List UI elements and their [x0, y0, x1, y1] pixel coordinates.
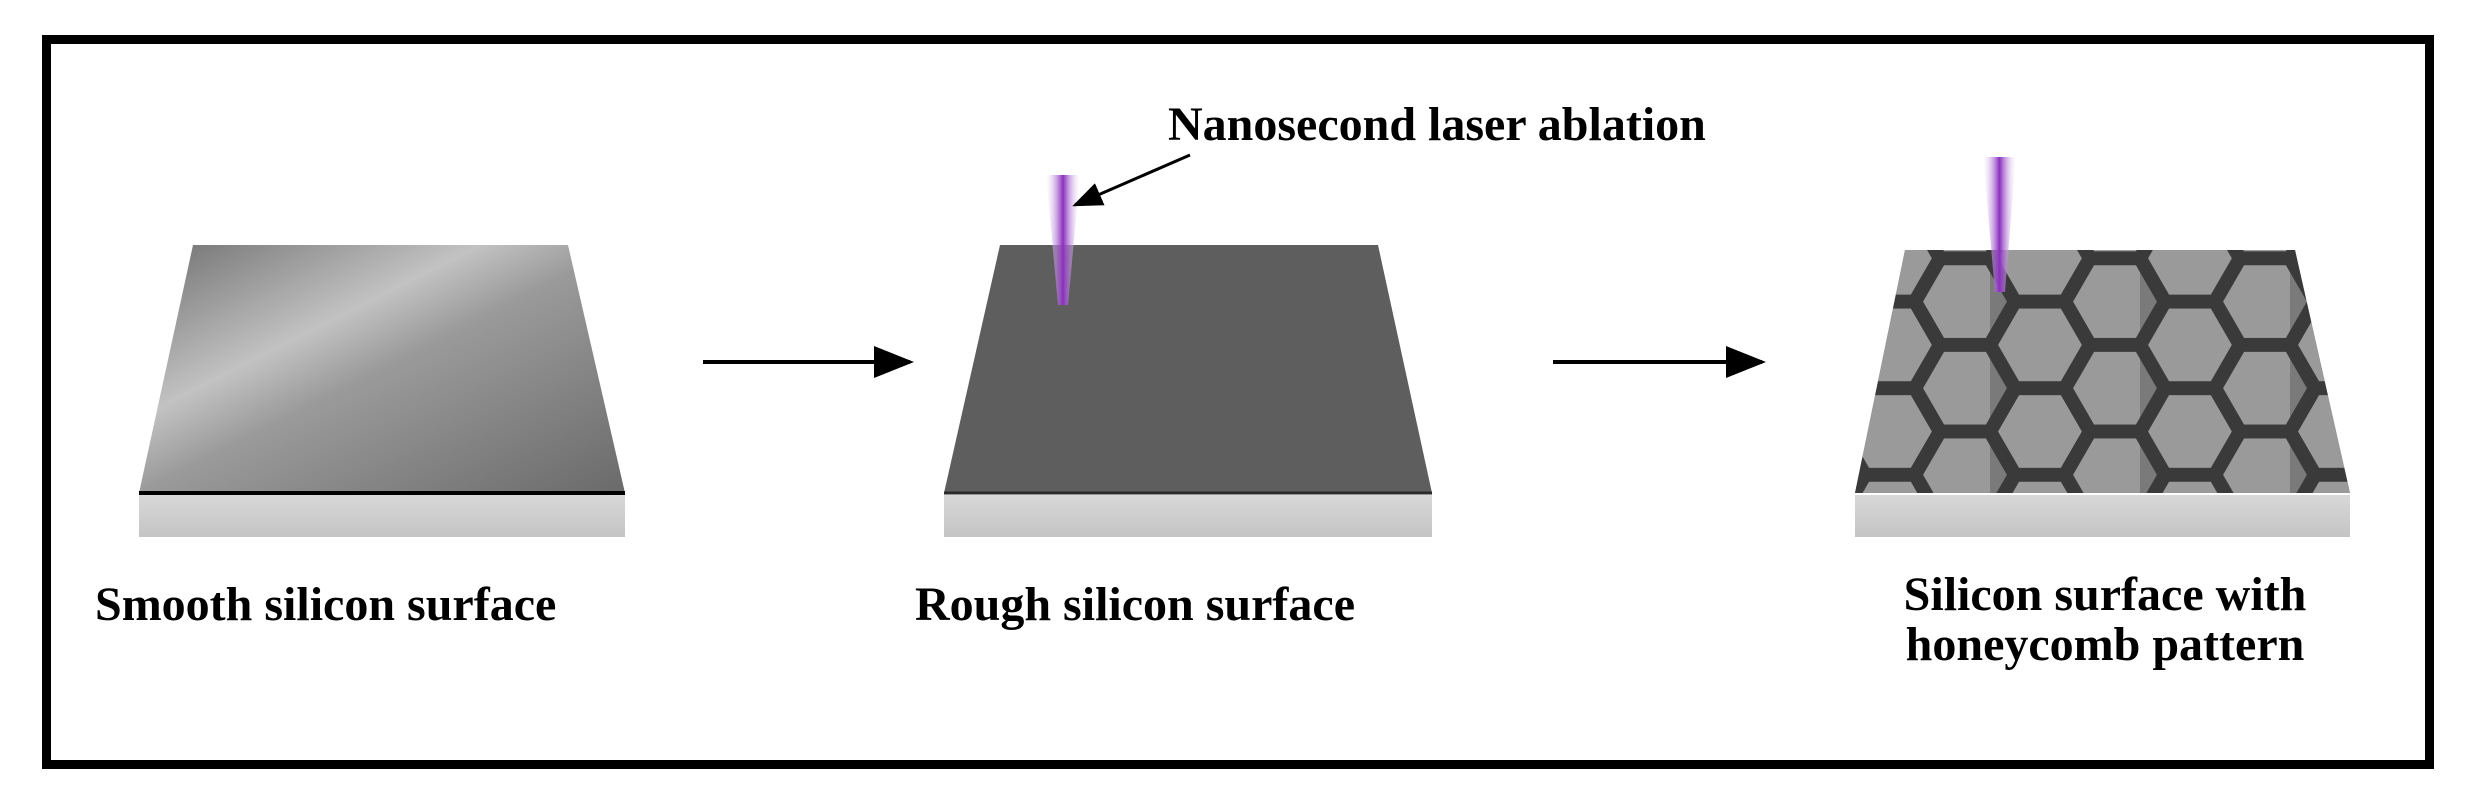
smooth-slab-top: [139, 245, 625, 493]
honeycomb-pattern: [1855, 250, 2350, 493]
rough-silicon-slab: [944, 245, 1432, 537]
honeycomb-slab-base: [1855, 495, 2350, 537]
smooth-surface-label: Smooth silicon surface: [95, 578, 557, 631]
laser-beam-icon: [1046, 175, 1080, 305]
laser-annotation-arrow: [1072, 153, 1191, 207]
honeycomb-silicon-slab: [1855, 250, 2350, 537]
laser-ablation-label: Nanosecond laser ablation: [1168, 98, 1706, 151]
honeycomb-surface-label: Silicon surface with honeycomb pattern: [1840, 568, 2370, 672]
rough-surface-label: Rough silicon surface: [915, 578, 1356, 631]
honeycomb-label-line-1: Silicon surface with: [1903, 568, 2307, 621]
rough-slab-top: [944, 245, 1432, 493]
smooth-silicon-slab: [139, 245, 625, 537]
laser-beam-icon: [1983, 157, 2016, 292]
rough-slab-base: [944, 495, 1432, 537]
honeycomb-label-line-2: honeycomb pattern: [1905, 618, 2305, 672]
smooth-slab-base: [139, 495, 625, 537]
